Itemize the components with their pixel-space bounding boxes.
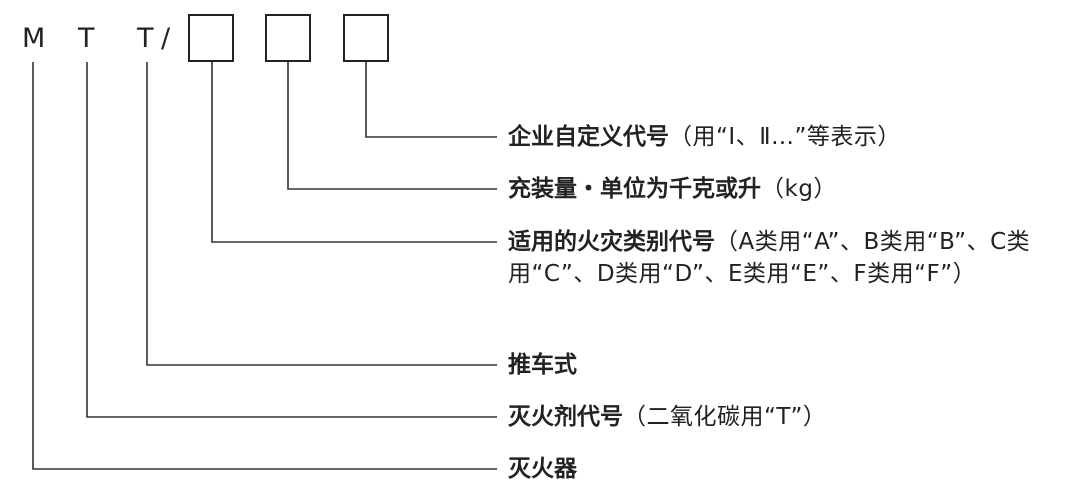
description-cart-type-label: 推车式	[508, 352, 577, 378]
connector-letter-m	[32, 62, 497, 470]
connector-letter-t1	[86, 62, 497, 418]
description-extinguisher-label: 灭火器	[508, 456, 577, 482]
description-capacity: 充装量・单位为千克或升（kg）	[508, 173, 837, 205]
description-capacity-note: （kg）	[761, 176, 837, 202]
code-slash: /	[161, 23, 171, 54]
description-capacity-label: 充装量・单位为千克或升	[508, 176, 761, 202]
connector-box-2	[287, 62, 497, 190]
description-agent-code-note: （二氧化碳用“T”）	[623, 404, 827, 430]
description-custom-code-label: 企业自定义代号	[508, 124, 669, 150]
description-custom-code: 企业自定义代号（用“Ⅰ、Ⅱ…”等表示）	[508, 121, 901, 153]
description-fire-class-note: （A类用“A”、B类用“B”、C类用“C”、D类用“D”、E类用“E”、F类用“…	[508, 229, 1031, 287]
connector-letter-t2	[146, 62, 497, 366]
code-letter-m: M	[22, 23, 46, 54]
description-custom-code-note: （用“Ⅰ、Ⅱ…”等表示）	[669, 124, 901, 150]
code-box-3	[343, 14, 389, 62]
code-box-1	[188, 14, 234, 62]
description-fire-class: 适用的火灾类别代号（A类用“A”、B类用“B”、C类用“C”、D类用“D”、E类…	[508, 226, 1068, 290]
description-extinguisher: 灭火器	[508, 453, 577, 485]
code-box-2	[265, 14, 311, 62]
description-fire-class-label: 适用的火灾类别代号	[508, 229, 715, 255]
connector-box-1	[211, 62, 497, 243]
description-agent-code-label: 灭火剂代号	[508, 404, 623, 430]
description-cart-type: 推车式	[508, 349, 577, 381]
code-letter-t1: T	[78, 23, 95, 54]
description-agent-code: 灭火剂代号（二氧化碳用“T”）	[508, 401, 826, 433]
connector-box-3	[365, 62, 497, 138]
code-letter-t2: T	[137, 23, 154, 54]
